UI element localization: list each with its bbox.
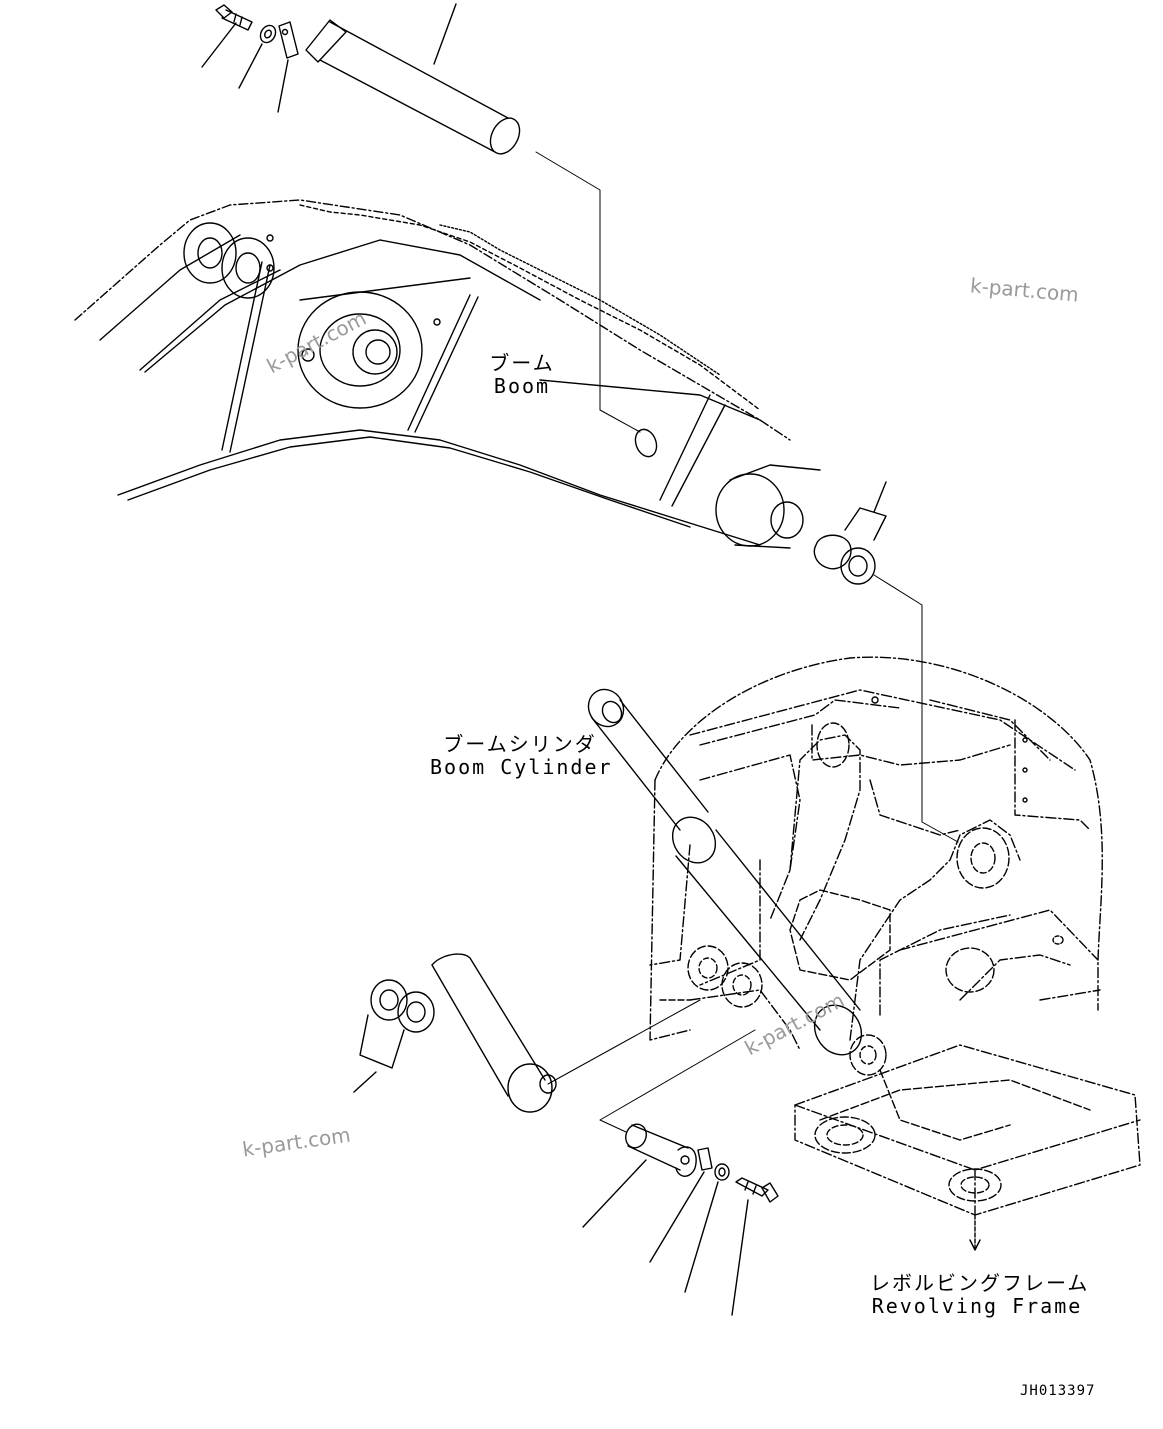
boom-foot-pin [305, 19, 521, 155]
cylinder-foot-phantom [431, 953, 701, 1113]
boom-label: ブーム Boom [472, 352, 572, 398]
boom-label-jp: ブーム [489, 351, 555, 375]
revolving-frame-label: レボルビングフレーム Revolving Frame [870, 1271, 1090, 1318]
boom-pin-leader [535, 151, 641, 433]
upper-leader-lines [201, 3, 457, 113]
foot-shims [353, 979, 435, 1093]
revolving-frame-label-en: Revolving Frame [871, 1294, 1083, 1318]
cylinder-foot-pin [625, 1123, 697, 1177]
revolving-frame-label-jp: レボルビングフレーム [870, 1271, 1090, 1295]
boom-cylinder-label-en: Boom Cylinder [430, 755, 613, 779]
lower-washer [714, 1163, 730, 1181]
drawing-id: JH013397 [1020, 1383, 1096, 1399]
lower-leader-lines [582, 1159, 749, 1316]
foot-pin-leader [599, 1029, 756, 1133]
revolving-frame [649, 656, 1141, 1251]
head-shims [813, 481, 887, 585]
boom-cylinder-label: ブームシリンダ Boom Cylinder [430, 732, 613, 779]
boom-cylinder [587, 688, 863, 1056]
lower-lock-plate [697, 1147, 713, 1171]
boom-label-en: Boom [493, 374, 551, 398]
upper-washer [259, 24, 277, 44]
upper-lock-plate [278, 21, 299, 59]
head-shim-leader [873, 574, 959, 843]
lower-bolt [735, 1177, 779, 1203]
boom-cylinder-label-jp: ブームシリンダ [443, 732, 597, 756]
boom-body [74, 199, 821, 549]
